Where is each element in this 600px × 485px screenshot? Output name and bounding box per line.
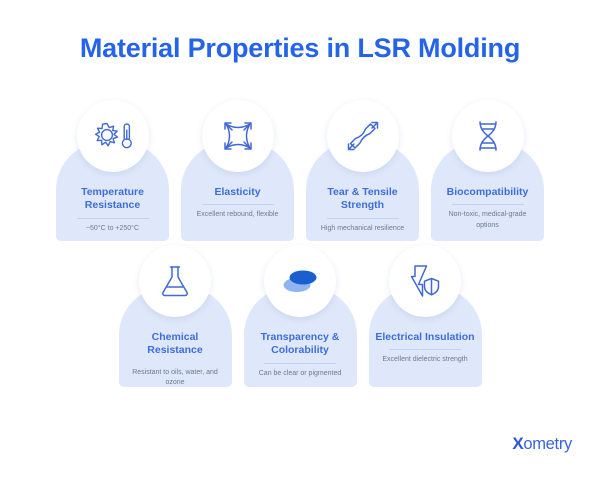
card-title: Temperature Resistance bbox=[81, 186, 144, 212]
sun-thermometer-icon bbox=[76, 100, 149, 172]
card-divider bbox=[76, 217, 149, 219]
card-subtitle: High mechanical resilience bbox=[320, 224, 405, 232]
card-body: Transparency & Colorability Can be clear… bbox=[243, 245, 357, 387]
card-title: Biocompatibility bbox=[446, 186, 529, 198]
card-temperature-resistance: Temperature Resistance −50°C to +250°C bbox=[56, 100, 169, 241]
bolt-shield-icon bbox=[389, 245, 461, 317]
dna-helix-icon bbox=[451, 100, 524, 172]
card-subtitle: Excellent dielectric strength bbox=[382, 356, 468, 364]
card-title: Elasticity bbox=[214, 186, 261, 198]
card-title: Tear & Tensile Strength bbox=[327, 186, 398, 212]
card-row-1: Temperature Resistance −50°C to +250°C E bbox=[0, 100, 600, 241]
card-divider bbox=[201, 204, 274, 206]
card-title: Chemical Resistance bbox=[147, 331, 203, 357]
card-elasticity: Elasticity Excellent rebound, flexible bbox=[181, 100, 294, 241]
page-title: Material Properties in LSR Molding bbox=[79, 33, 521, 63]
card-divider bbox=[264, 362, 336, 364]
color-lenses-icon bbox=[264, 245, 336, 317]
card-body: Tear & Tensile Strength High mechanical … bbox=[306, 100, 419, 241]
tensile-specimen-icon bbox=[326, 100, 399, 172]
card-divider bbox=[326, 217, 399, 219]
card-chemical-resistance: Chemical Resistance Resistant to oils, w… bbox=[118, 245, 232, 387]
card-body: Chemical Resistance Resistant to oils, w… bbox=[118, 245, 232, 387]
card-subtitle: Non-toxic, medical-grade options bbox=[448, 211, 527, 229]
card-subtitle: Resistant to oils, water, and ozone bbox=[132, 368, 218, 387]
card-title: Transparency & Colorability bbox=[260, 331, 340, 357]
card-body: Temperature Resistance −50°C to +250°C bbox=[56, 100, 169, 241]
card-subtitle: −50°C to +250°C bbox=[85, 224, 140, 232]
card-subtitle: Excellent rebound, flexible bbox=[196, 211, 279, 219]
card-body: Electrical Insulation Excellent dielectr… bbox=[368, 245, 482, 387]
stretch-arrows-icon bbox=[201, 100, 274, 172]
card-divider bbox=[451, 204, 524, 206]
card-transparency-colorability: Transparency & Colorability Can be clear… bbox=[243, 245, 357, 387]
card-electrical-insulation: Electrical Insulation Excellent dielectr… bbox=[368, 245, 482, 387]
card-row-2: Chemical Resistance Resistant to oils, w… bbox=[0, 245, 600, 387]
flask-icon bbox=[139, 245, 211, 317]
xometry-wordmark: ometry bbox=[523, 434, 572, 453]
card-biocompatibility: Biocompatibility Non-toxic, medical-grad… bbox=[431, 100, 544, 241]
card-subtitle: Can be clear or pigmented bbox=[258, 369, 342, 377]
xometry-x-mark: X bbox=[512, 434, 524, 453]
card-tear-tensile-strength: Tear & Tensile Strength High mechanical … bbox=[306, 100, 419, 241]
card-title: Electrical Insulation bbox=[375, 331, 475, 343]
card-body: Biocompatibility Non-toxic, medical-grad… bbox=[431, 100, 544, 241]
card-divider bbox=[389, 349, 461, 351]
card-body: Elasticity Excellent rebound, flexible bbox=[181, 100, 294, 241]
